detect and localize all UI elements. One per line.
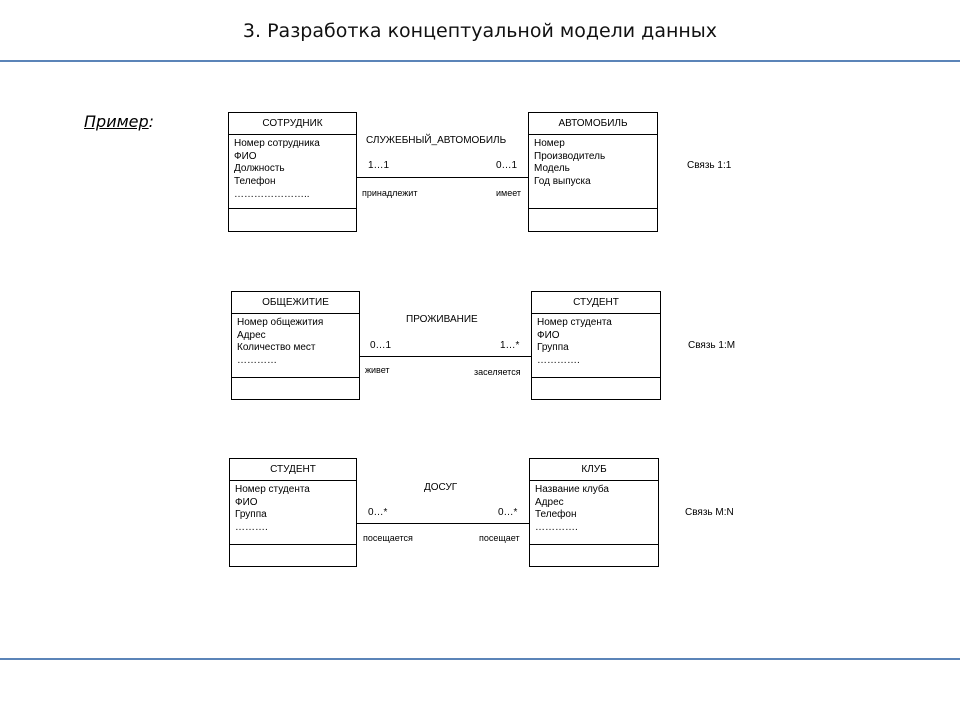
attribute: Название клуба <box>535 484 609 495</box>
right-cardinality: 1…* <box>500 340 520 351</box>
left-role: живет <box>365 365 390 375</box>
entity-student: СТУДЕНТ Номер студента ФИО Группа ………. <box>229 458 357 567</box>
attribute: Адрес <box>535 496 564 508</box>
attribute: Группа <box>537 342 569 354</box>
relationship-name: СЛУЖЕБНЫЙ_АВТОМОБИЛЬ <box>366 135 507 146</box>
attribute: Телефон <box>535 509 577 521</box>
entity-name: АВТОМОБИЛЬ <box>529 113 657 135</box>
attribute: Год выпуска <box>534 176 591 188</box>
entity-attributes: Номер сотрудника ФИО Должность Телефон …… <box>229 135 356 209</box>
right-cardinality: 0…1 <box>496 160 518 171</box>
attribute: Телефон <box>234 176 276 188</box>
relationship-line <box>357 523 529 524</box>
left-role: принадлежит <box>362 188 418 198</box>
entity-attributes: Название клуба Адрес Телефон …………. <box>530 481 658 545</box>
attribute: ………… <box>237 355 277 367</box>
entity-name: КЛУБ <box>530 459 658 481</box>
attribute: Количество мест <box>237 342 316 354</box>
attribute: …………. <box>535 522 578 534</box>
entity-employee: СОТРУДНИК Номер сотрудника ФИО Должность… <box>228 112 357 232</box>
relationship-name: ПРОЖИВАНИЕ <box>406 314 478 325</box>
attribute: Должность <box>234 163 285 175</box>
right-cardinality: 0…* <box>498 507 518 518</box>
attribute: Группа <box>235 509 267 521</box>
attribute: ФИО <box>234 150 257 162</box>
link-type: Связь M:N <box>685 507 734 518</box>
left-cardinality: 1…1 <box>368 160 390 171</box>
attribute: Номер студента <box>235 484 310 495</box>
right-role: имеет <box>496 188 522 198</box>
entity-attributes: Номер студента ФИО Группа …………. <box>532 314 660 378</box>
entity-name: ОБЩЕЖИТИЕ <box>232 292 359 314</box>
attribute: Номер студента <box>537 317 612 328</box>
left-role: посещается <box>363 533 413 543</box>
example-word: Пример <box>84 112 149 131</box>
attribute: Номер общежития <box>237 317 324 328</box>
left-cardinality: 0…1 <box>370 340 392 351</box>
attribute: …………. <box>537 355 580 367</box>
top-divider <box>0 60 960 62</box>
entity-attributes: Номер общежития Адрес Количество мест ……… <box>232 314 359 378</box>
entity-name: СТУДЕНТ <box>230 459 356 481</box>
attribute: Модель <box>534 163 570 175</box>
relationship-name: ДОСУГ <box>424 482 458 493</box>
entity-club: КЛУБ Название клуба Адрес Телефон …………. <box>529 458 659 567</box>
relationship-line <box>357 177 528 178</box>
example-colon: : <box>148 112 155 131</box>
entity-name: СТУДЕНТ <box>532 292 660 314</box>
example-label: Пример: <box>84 112 154 131</box>
entity-name: СОТРУДНИК <box>229 113 356 135</box>
left-cardinality: 0…* <box>368 507 388 518</box>
relationship-line <box>360 356 531 357</box>
attribute: ФИО <box>235 496 258 508</box>
entity-car: АВТОМОБИЛЬ Номер Производитель Модель Го… <box>528 112 658 232</box>
attribute: Производитель <box>534 150 606 162</box>
link-type: Связь 1:1 <box>687 160 732 171</box>
attribute: Номер сотрудника <box>234 138 320 149</box>
attribute: ………. <box>235 522 268 534</box>
right-role: посещает <box>479 533 520 543</box>
bottom-divider <box>0 658 960 660</box>
entity-dormitory: ОБЩЕЖИТИЕ Номер общежития Адрес Количест… <box>231 291 360 400</box>
page-title: 3. Разработка концептуальной модели данн… <box>242 20 718 42</box>
right-role: заселяется <box>474 367 521 377</box>
attribute: ………………….. <box>234 188 310 200</box>
entity-attributes: Номер Производитель Модель Год выпуска <box>529 135 657 209</box>
attribute: ФИО <box>537 329 560 341</box>
entity-student: СТУДЕНТ Номер студента ФИО Группа …………. <box>531 291 661 400</box>
attribute: Адрес <box>237 329 266 341</box>
link-type: Связь 1:М <box>688 340 736 351</box>
attribute: Номер <box>534 138 565 149</box>
entity-attributes: Номер студента ФИО Группа ………. <box>230 481 356 545</box>
